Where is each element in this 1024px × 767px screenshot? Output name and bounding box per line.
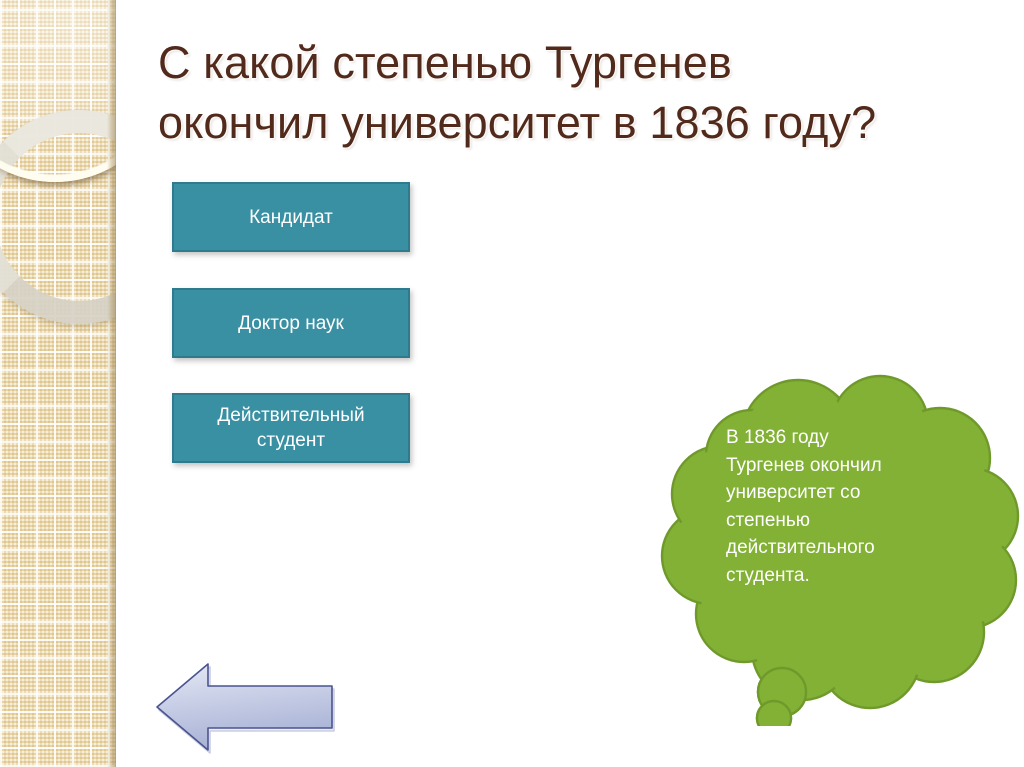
side-panel-edge-shadow: [115, 0, 116, 767]
answer-thought-cloud: В 1836 году Тургенев окончил университет…: [648, 374, 1020, 726]
answer-cloud-text: В 1836 году Тургенев окончил университет…: [726, 427, 882, 586]
decorative-side-panel: [0, 0, 116, 767]
arrow-left-icon: [156, 663, 335, 754]
page-title: С какой степенью Тургенев окончил универ…: [158, 37, 877, 148]
answer-option-doktor-nauk[interactable]: Доктор наук: [172, 288, 410, 358]
answer-option-deystvitelnyy-student[interactable]: Действительный студент: [172, 393, 410, 463]
side-panel-edge: [107, 0, 116, 767]
answer-option-kandidat[interactable]: Кандидат: [172, 182, 410, 252]
back-arrow-button[interactable]: [152, 656, 337, 758]
cream-ring-overlap-decoration: [0, 0, 116, 182]
